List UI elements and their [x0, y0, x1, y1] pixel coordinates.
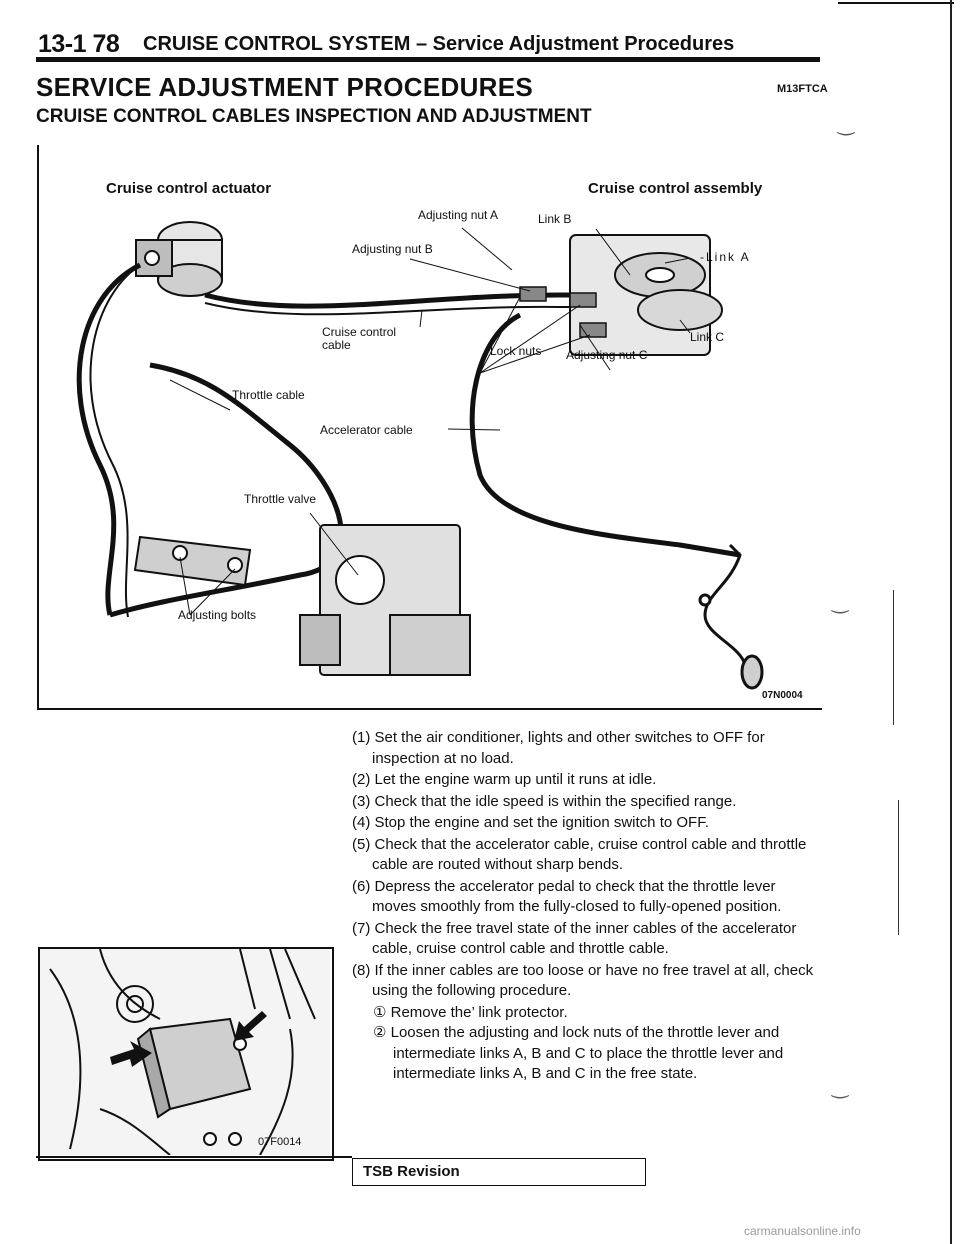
figure-code: 07N0004 — [762, 690, 803, 701]
adjusting-bracket-icon — [133, 535, 252, 587]
label-accelerator-cable: Accelerator cable — [320, 423, 413, 437]
procedure-step: (2) Let the engine warm up until it runs… — [352, 771, 657, 788]
label-throttle-valve: Throttle valve — [244, 492, 317, 506]
cable-diagram — [76, 221, 764, 690]
label-link-b: Link B — [538, 212, 572, 226]
header-title: CRUISE CONTROL SYSTEM – Service Adjustme… — [143, 33, 735, 55]
label-actuator: Cruise control actuator — [106, 180, 272, 197]
top-rule — [838, 2, 954, 4]
label-adjusting-nut-a: Adjusting nut A — [418, 208, 499, 222]
label-cruise-control-cable: Cruise control cable — [322, 325, 397, 352]
cruise-assembly-icon — [569, 234, 723, 356]
cable-diagram-frame — [37, 145, 822, 710]
binder-mark-icon: ‿ — [838, 114, 855, 136]
procedure-substep: ① Remove the’ link protector. — [373, 1003, 568, 1021]
label-link-a: -Link A — [700, 250, 751, 264]
margin-rule — [898, 800, 899, 935]
procedure-step: (4) Stop the engine and set the ignition… — [352, 814, 709, 831]
header-rule — [36, 57, 820, 62]
arrow-icon — [110, 1011, 267, 1067]
label-lock-nuts: Lock nuts — [490, 344, 542, 358]
margin-rule — [893, 590, 894, 725]
leader-lines — [169, 227, 691, 616]
engine-bay-photo-frame — [38, 947, 334, 1161]
label-adjusting-nut-c: Adjusting nut C — [566, 348, 648, 362]
label-link-c: Link C — [690, 330, 725, 344]
actuator-icon — [135, 221, 223, 297]
section-code: M13FTCA — [777, 83, 828, 95]
engine-bay-photo — [40, 949, 330, 1155]
photo-code: 07F0014 — [258, 1136, 302, 1148]
nut-icons — [519, 286, 607, 338]
procedure-step: (7) Check the free travel state of the i… — [352, 919, 797, 958]
binder-mark-icon: ‿ — [832, 1077, 849, 1099]
label-adjusting-nut-b: Adjusting nut B — [352, 242, 433, 256]
binder-mark-icon: ‿ — [832, 592, 849, 614]
page-number: 13-1 78 — [38, 30, 120, 58]
procedure-step: (5) Check that the accelerator cable, cr… — [352, 835, 807, 874]
tsb-revision-box: TSB Revision — [352, 1158, 646, 1186]
procedure-step: (3) Check that the idle speed is within … — [352, 792, 737, 810]
label-throttle-cable: Throttle cable — [232, 388, 305, 402]
procedure-step: (1) Set the air conditioner, lights and … — [352, 729, 765, 767]
section-title: SERVICE ADJUSTMENT PROCEDURES — [36, 72, 533, 102]
procedure-step: (8) If the inner cables are too loose or… — [352, 961, 814, 1000]
accelerator-pedal-icon — [698, 543, 764, 690]
procedure-substep: ② Loosen the adjusting and lock nuts of … — [373, 1024, 784, 1082]
label-assembly: Cruise control assembly — [588, 180, 763, 197]
throttle-body-icon — [299, 524, 471, 676]
section-subtitle: CRUISE CONTROL CABLES INSPECTION AND ADJ… — [36, 106, 592, 127]
control-unit-icon — [136, 1017, 252, 1146]
procedure-steps: (1) Set the air conditioner, lights and … — [352, 728, 822, 1085]
right-margin-rule — [950, 0, 952, 1244]
procedure-step: (6) Depress the accelerator pedal to che… — [352, 877, 782, 916]
label-adjusting-bolts: Adjusting bolts — [178, 608, 257, 622]
footer-rule — [36, 1156, 352, 1158]
watermark: carmanualsonline.info — [744, 1224, 861, 1238]
